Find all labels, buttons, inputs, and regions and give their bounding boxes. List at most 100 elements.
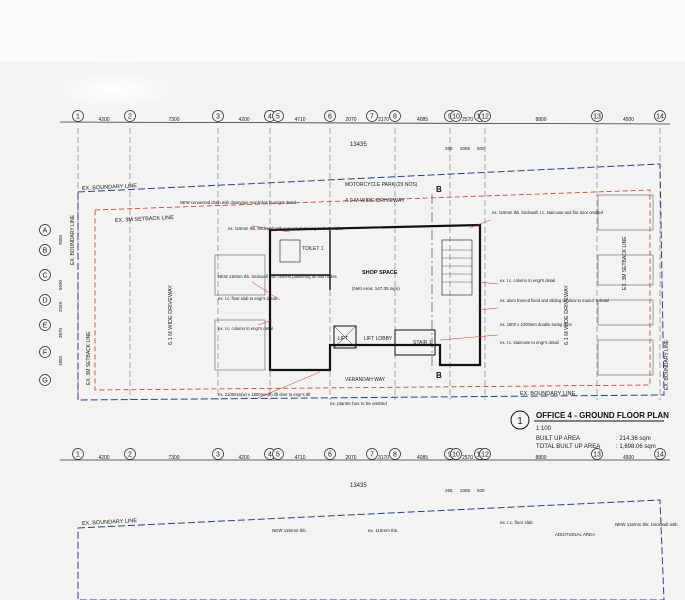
title-number-circle	[510, 410, 530, 430]
note-6: ex. 115mm thk. brickwall, r.c. staircase…	[492, 210, 604, 215]
stair-top	[441, 239, 473, 296]
col-top-label-7: 7	[370, 114, 374, 121]
lower-note-1: ex. 115mm thk.	[368, 528, 398, 533]
row-bubble-A	[39, 224, 51, 236]
col-top-bubble-12	[479, 110, 491, 122]
notes-left: NEW connected drain with downpipe manhol…	[180, 200, 342, 397]
col-bottom-label-8: 8	[393, 452, 397, 459]
note-10: ex. 2100mm(w) x 1800mm(h) lift door to e…	[218, 392, 310, 397]
col-bottom-bubble-8	[389, 448, 401, 460]
drawing-sheet	[0, 62, 685, 600]
lower-note-3: ex. r.c. floor slab	[500, 520, 533, 525]
note-leaders	[251, 219, 499, 399]
bottom-dim-9: 4500	[623, 455, 634, 461]
row-bubble-C	[39, 269, 51, 281]
col-top-bubble-14	[654, 110, 666, 122]
adjacent-units-right	[597, 194, 654, 376]
col-top-label-10: 10	[452, 114, 460, 121]
col-bottom-label-3: 3	[216, 452, 220, 459]
left-dim-0: 9050	[58, 234, 63, 245]
col-top-label-6: 6	[328, 114, 332, 121]
grid-columns-bottom: 1234567891011121314	[72, 448, 666, 460]
dim-small-bottom-1: 265	[445, 488, 453, 493]
col-bottom-label-1: 1	[76, 452, 80, 459]
col-bottom-label-2: 2	[128, 452, 132, 459]
row-label-G: G	[42, 378, 47, 385]
col-top-label-12: 12	[481, 114, 489, 121]
row-label-C: C	[42, 273, 47, 280]
col-bottom-label-13: 13	[593, 452, 601, 459]
bottom-dim-2: 4200	[238, 455, 249, 461]
boundary-top-label: EX. BOUNDARY LINE	[82, 183, 138, 192]
lower-note-4: ADDITIONAL AREA	[555, 532, 595, 537]
bottom-dim-5: 3170	[378, 455, 389, 461]
lift-shaft	[333, 325, 357, 349]
col-bottom-label-6: 6	[328, 452, 332, 459]
top-dim-4: 2070	[345, 117, 356, 123]
note-5: ex. r.c. column to engr's detail	[218, 326, 273, 331]
col-bottom-label-5: 5	[276, 452, 280, 459]
top-dim-7: 2570	[462, 117, 473, 123]
col-top-bubble-13	[591, 110, 603, 122]
dim-small-bottom-2: 2065	[460, 488, 471, 493]
left-dim-3: 3870	[58, 327, 63, 338]
note-1: NEW connected drain with downpipe manhol…	[180, 200, 296, 205]
row-label-E: E	[43, 323, 48, 330]
col-top-label-4: 4	[268, 114, 272, 121]
driveway-right-label: 6.1 M WIDE DRIVEWAY	[564, 285, 570, 345]
setback-top-label: EX. 3M SETBACK LINE	[115, 215, 175, 224]
building-outline	[268, 223, 482, 372]
col-top-label-13: 13	[593, 114, 601, 121]
total-built-up-label: TOTAL BUILT UP AREA	[536, 444, 600, 450]
lower-note-2: NEW 115mm thk.	[272, 528, 307, 533]
lower-note-5: NEW 115mm thk. brickwall with	[615, 522, 678, 527]
title-number: 1	[517, 416, 523, 427]
top-dim-3: 4710	[294, 117, 305, 123]
col-bottom-bubble-7	[366, 448, 378, 460]
top-dim-9: 4500	[623, 117, 634, 123]
driveway-top-label: 4.0 M WIDE DRIVEWAY	[345, 198, 405, 204]
dim-small-3: 500	[477, 146, 485, 151]
overall-dimension-bottom: 13435	[350, 483, 367, 489]
note-5b: ex. r.c. column to engr's detail	[500, 278, 555, 283]
row-bubble-D	[39, 294, 51, 306]
section-marker-top: B	[436, 185, 442, 194]
col-top-bubble-2	[124, 110, 136, 122]
col-top-bubble-3	[212, 110, 224, 122]
setback-line	[94, 189, 651, 391]
title-scale: 1:100	[536, 426, 552, 432]
note-8: ex. 1800 x 2200mm double swing door	[500, 322, 573, 327]
note-9: ex. r.c. staircase to engr's detail	[500, 340, 559, 345]
left-dim-1: 5590	[58, 279, 63, 290]
col-bottom-bubble-14	[654, 448, 666, 460]
col-bottom-label-4: 4	[268, 452, 272, 459]
col-top-label-2: 2	[128, 114, 132, 121]
bottom-dim-7: 2570	[462, 455, 473, 461]
col-bottom-bubble-1	[72, 448, 84, 460]
col-top-label-8: 8	[393, 114, 397, 121]
bottom-dim-8: 8800	[535, 455, 546, 461]
col-bottom-bubble-2	[124, 448, 136, 460]
col-top-bubble-1	[72, 110, 84, 122]
col-top-label-5: 5	[276, 114, 280, 121]
row-label-F: F	[43, 350, 47, 357]
note-3: NEW 115mm thk. brickwall with cement pla…	[218, 274, 337, 279]
row-bubble-B	[39, 244, 51, 256]
col-top-label-1: 1	[76, 114, 80, 121]
top-dim-0: 4200	[98, 117, 109, 123]
col-top-label-9: 9	[448, 114, 452, 121]
col-top-bubble-7	[366, 110, 378, 122]
built-up-label: BUILT UP AREA	[536, 436, 580, 442]
lower-boundary-label: EX. BOUNDARY LINE	[82, 518, 138, 527]
col-bottom-label-12: 12	[481, 452, 489, 459]
section-marker-bottom: B	[436, 371, 442, 380]
bottom-dim-4: 2070	[345, 455, 356, 461]
note-4: ex. r.c. floor slab to engr's detail	[218, 296, 277, 301]
col-bottom-bubble-10	[450, 448, 462, 460]
stair-label: STAIR 1	[413, 340, 432, 346]
col-top-bubble-6	[324, 110, 336, 122]
